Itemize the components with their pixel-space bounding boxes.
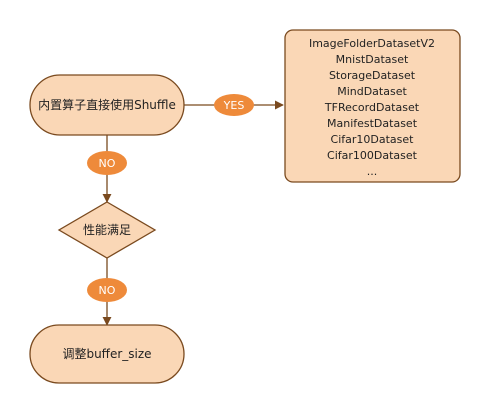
yes-label-text: YES — [223, 99, 245, 112]
decision-node: 性能满足 — [57, 201, 157, 259]
dataset-item: MnistDataset — [336, 53, 409, 66]
dataset-item: ManifestDataset — [327, 117, 418, 130]
no-label-2-text: NO — [99, 284, 116, 297]
start-node: 内置算子直接使用Shuffle — [29, 74, 185, 136]
dataset-item: Cifar100Dataset — [327, 149, 418, 162]
end-node: 调整buffer_size — [29, 324, 185, 384]
no-label-1-text: NO — [99, 157, 116, 170]
end-node-label: 调整buffer_size — [62, 346, 151, 361]
decision-node-label: 性能满足 — [83, 223, 131, 237]
no-label-2: NO — [87, 278, 127, 302]
dataset-item: MindDataset — [337, 85, 407, 98]
yes-label: YES — [214, 94, 254, 116]
start-node-label: 内置算子直接使用Shuffle — [38, 97, 176, 112]
no-label-1: NO — [87, 151, 127, 175]
dataset-list-box: ImageFolderDatasetV2 MnistDataset Storag… — [284, 29, 461, 183]
dataset-item: StorageDataset — [329, 69, 416, 82]
dataset-item: ... — [367, 165, 378, 178]
dataset-item: Cifar10Dataset — [331, 133, 415, 146]
dataset-item: TFRecordDataset — [324, 101, 420, 114]
dataset-item: ImageFolderDatasetV2 — [309, 37, 435, 50]
